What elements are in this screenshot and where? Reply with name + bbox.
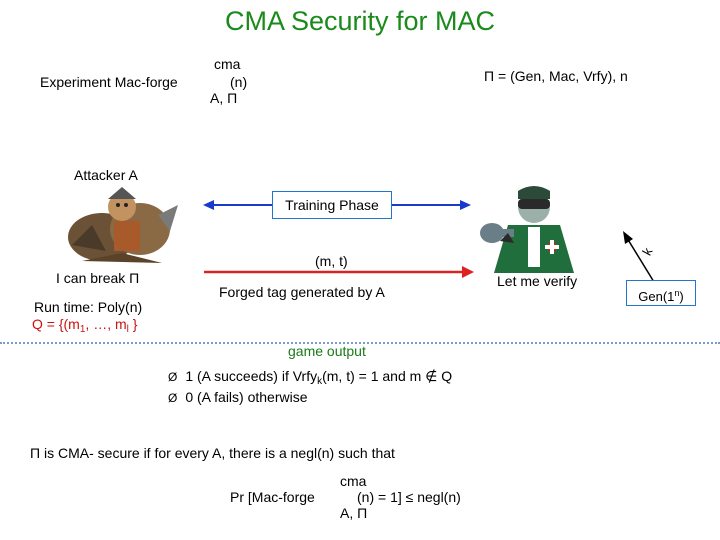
run-time: Run time: Poly(n) — [34, 299, 143, 315]
game-output-label: game output — [288, 343, 366, 359]
attacker-speech: I can break Π — [56, 270, 140, 286]
query-set-part3: } — [128, 316, 138, 332]
arrow-bullet-icon: Ø — [168, 370, 178, 384]
experiment-superscript: cma — [214, 56, 241, 72]
training-phase-box: Training Phase — [272, 191, 392, 219]
section-divider — [0, 342, 720, 344]
gen-close: ) — [679, 289, 684, 304]
outcome-success: Ø 1 (A succeeds) if Vrfyk(m, t) = 1 and m… — [168, 368, 452, 387]
scheme-definition: Π = (Gen, Mac, Vrfy), n — [484, 68, 628, 84]
outcome-success-text: 1 (A succeeds) if Vrfy — [185, 368, 318, 384]
query-set-sub2: l — [126, 324, 129, 335]
gen-text: Gen(1 — [638, 289, 675, 304]
scientist-verifier-image — [480, 186, 574, 273]
slide-title: CMA Security for MAC — [224, 6, 496, 36]
verifier-speech: Let me verify — [497, 273, 578, 289]
query-set-part2: , …, m — [85, 316, 127, 332]
gen-key-box: Gen(1n) — [626, 280, 696, 306]
forged-tag-label: Forged tag generated by A — [219, 284, 385, 300]
attacker-label: Attacker A — [74, 167, 138, 183]
experiment-subscript: A, Π — [210, 90, 238, 106]
experiment-label: Experiment Mac-forge — [40, 74, 178, 90]
outcome-fail: Ø 0 (A fails) otherwise — [168, 389, 308, 405]
warrior-attacker-image — [68, 187, 178, 263]
formula-superscript: cma — [340, 473, 367, 489]
query-set: Q = {(m1, …, ml } — [32, 316, 137, 335]
formula-argument: (n) = 1] ≤ negl(n) — [357, 489, 461, 505]
query-set-sub1: 1 — [79, 324, 86, 335]
formula-subscript: A, Π — [340, 505, 368, 521]
gen-superscript: n — [674, 288, 680, 298]
message-pair: (m, t) — [315, 253, 348, 269]
outcome-success-post: (m, t) = 1 and m ∉ Q — [322, 368, 453, 384]
outcome-success-sub: k — [317, 376, 323, 387]
cma-definition: Π is CMA- secure if for every A, there i… — [30, 445, 395, 461]
outcome-fail-text: 0 (A fails) otherwise — [185, 389, 308, 405]
experiment-argument: (n) — [230, 74, 248, 90]
query-set-part1: Q = {(m — [32, 316, 80, 332]
arrow-bullet-icon: Ø — [168, 391, 178, 405]
formula-prefix: Pr [Mac-forge — [230, 489, 315, 505]
